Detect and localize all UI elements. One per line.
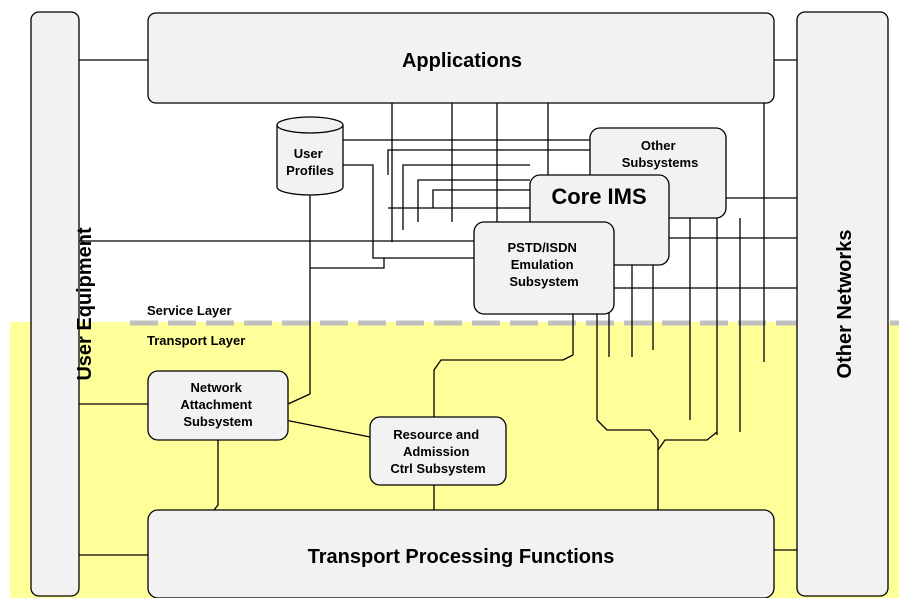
svg-text:User Profiles: User Profiles bbox=[286, 146, 334, 178]
transport-processing-label: Transport Processing Functions bbox=[308, 546, 615, 568]
other-subsystems-label-line2: Subsystems bbox=[622, 155, 699, 170]
svg-text:Other Subsystems: Other Subsystems bbox=[622, 138, 699, 170]
connectors bbox=[79, 59, 797, 556]
user-profiles-database: User Profiles bbox=[276, 116, 344, 196]
other-networks-label: Other Networks bbox=[834, 230, 856, 379]
transport-processing-block bbox=[147, 509, 775, 598]
service-layer-label: Service Layer bbox=[147, 303, 232, 318]
applications-label: Applications bbox=[402, 50, 522, 72]
pstn-isdn-emulation-block bbox=[473, 221, 615, 315]
user-equipment-block bbox=[30, 11, 80, 597]
svg-text:PSTD/ISDN Emulation Su: PSTD/ISDN Emulation Subsystem bbox=[508, 240, 581, 289]
racs-block bbox=[369, 416, 507, 486]
other-networks-block bbox=[796, 11, 889, 597]
core-ims-label: Core IMS bbox=[551, 184, 646, 209]
nass-label-line3: Subsystem bbox=[183, 414, 252, 429]
applications-block bbox=[147, 12, 775, 104]
network-attachment-subsystem-block bbox=[147, 370, 289, 441]
racs-label-line3: Ctrl Subsystem bbox=[390, 461, 485, 476]
user-equipment-label: User Equipment bbox=[74, 227, 96, 381]
transport-layer-label: Transport Layer bbox=[147, 333, 245, 348]
pstn-emulation-label-line3: Subsystem bbox=[509, 274, 578, 289]
other-subsystems-label-line1: Other bbox=[641, 138, 676, 153]
pstn-emulation-label-line2: Emulation bbox=[511, 257, 574, 272]
nass-label-line2: Attachment bbox=[180, 397, 252, 412]
racs-label-line1: Resource and bbox=[393, 427, 479, 442]
pstn-emulation-label-line1: PSTD/ISDN bbox=[508, 240, 577, 255]
svg-text:Resource and Admission: Resource and Admission Ctrl Subsystem bbox=[390, 427, 485, 476]
user-profiles-label-line1: User bbox=[294, 146, 323, 161]
racs-label-line2: Admission bbox=[403, 444, 470, 459]
svg-text:Network Attachment Sub: Network Attachment Subsystem bbox=[180, 380, 255, 429]
nass-label-line1: Network bbox=[191, 380, 243, 395]
user-profiles-label-line2: Profiles bbox=[286, 163, 334, 178]
